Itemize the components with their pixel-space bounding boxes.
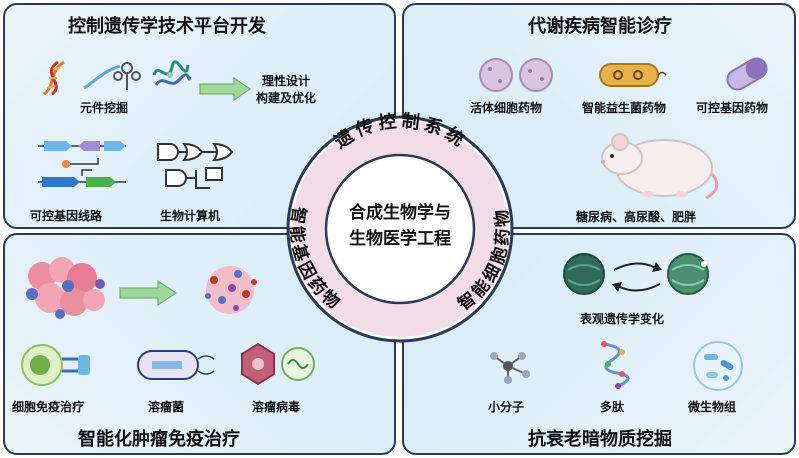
- panel-title-bottom-left: 智能化肿瘤免疫治疗: [78, 429, 240, 450]
- mouse-icon: [601, 133, 719, 200]
- gene-capsule-icon: [726, 57, 768, 91]
- panel-title-top-right: 代谢疾病智能诊疗: [528, 16, 672, 37]
- chromatin-modified-icon: [667, 253, 709, 295]
- label-build-optimize: 构建及优化: [256, 91, 317, 105]
- immune-cell-icon: [21, 344, 90, 386]
- label-probiotic-drug: 智能益生菌药物: [582, 101, 667, 115]
- tumor-cluster-icon: [26, 257, 105, 319]
- tumor-lysed-icon: [205, 266, 257, 314]
- label-oncolytic-bacteria: 溶瘤菌: [148, 400, 185, 414]
- label-parts-mining: 元件挖掘: [80, 101, 129, 115]
- oncolytic-virus-icon: [241, 342, 315, 386]
- label-cell-immuno: 细胞免疫治疗: [12, 400, 85, 414]
- label-peptide: 多肽: [600, 400, 625, 414]
- dna-helix-icon: [43, 60, 65, 96]
- label-microbiome: 微生物组: [688, 400, 737, 414]
- oncolytic-bacterium-icon: [137, 350, 215, 380]
- label-gene-circuit: 可控基因线路: [30, 209, 103, 223]
- label-oncolytic-virus: 溶瘤病毒: [252, 400, 301, 414]
- rna-strand-icon: [83, 64, 121, 90]
- panel-title-bottom-right: 抗衰老暗物质挖掘: [528, 429, 672, 450]
- chromatin-icon: [563, 253, 605, 295]
- hub-center-line2: 生物医学工程: [349, 229, 451, 249]
- trna-icon: [113, 62, 141, 90]
- arrow-right-icon: [119, 280, 177, 306]
- hub-center-line1: 合成生物学与: [349, 203, 451, 223]
- label-gene-drug: 可控基因药物: [696, 101, 769, 115]
- peptide-icon: [601, 341, 630, 389]
- label-rational-design: 理性设计: [262, 74, 311, 88]
- capsule-cells-icon: [479, 58, 553, 92]
- probiotic-bacterium-icon: [599, 63, 667, 87]
- hub-center-title: 合成生物学与 生物医学工程: [330, 200, 470, 252]
- small-molecule-icon: [490, 352, 530, 384]
- logic-gates-icon: [157, 142, 234, 189]
- label-live-cell-drug: 活体细胞药物: [470, 101, 543, 115]
- label-small-molecule: 小分子: [488, 400, 525, 414]
- arrow-right-icon: [199, 77, 251, 101]
- gene-circuit-icon: [38, 141, 126, 187]
- label-bio-computer: 生物计算机: [160, 209, 221, 223]
- protein-structure-icon: [152, 60, 192, 86]
- microbiome-icon: [693, 341, 743, 391]
- cycle-arrows-icon: [612, 262, 662, 292]
- label-epigenetic: 表观遗传学变化: [580, 312, 665, 326]
- label-diseases: 糖尿病、高尿酸、肥胖: [576, 210, 697, 224]
- panel-title-top-left: 控制遗传学技术平台开发: [68, 16, 266, 37]
